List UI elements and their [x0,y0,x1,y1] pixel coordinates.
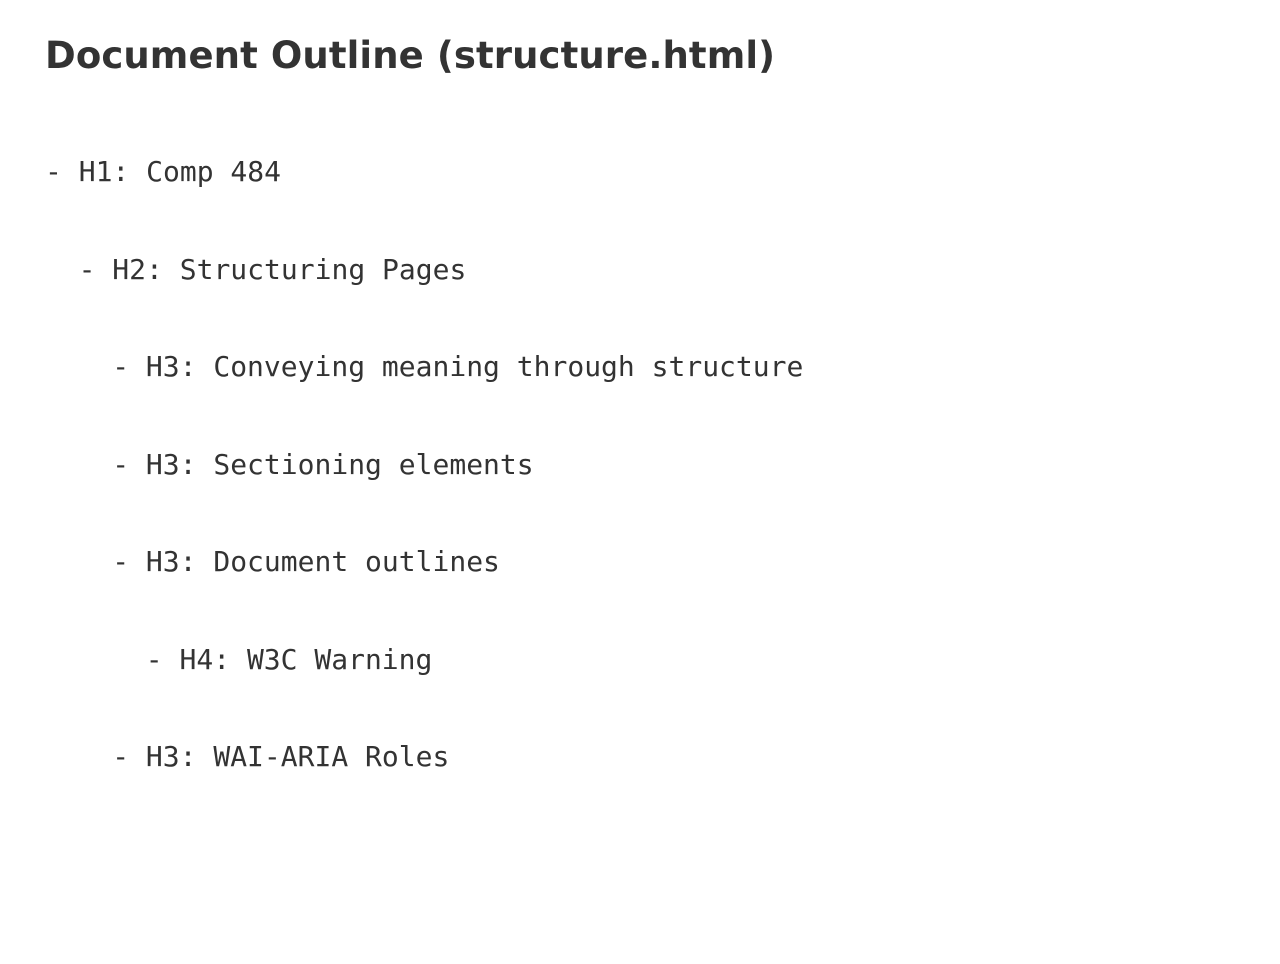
page-title: Document Outline (structure.html) [45,34,776,77]
document-outline: - H1: Comp 484 - H2: Structuring Pages -… [45,91,1280,839]
outline-item-h3: - H3: Document outlines [112,545,500,578]
outline-item-h4: - H4: W3C Warning [145,642,433,676]
outline-item-h3: - H3: Sectioning elements [112,447,534,481]
outline-item-h3: - H3: WAI-ARIA Roles [112,740,450,773]
outline-item-h1: - H1: Comp 484 [45,155,282,188]
outline-item-h3: - H3: Conveying meaning through structur… [112,350,804,383]
outline-item-h2: - H2: Structuring Pages [78,252,467,286]
